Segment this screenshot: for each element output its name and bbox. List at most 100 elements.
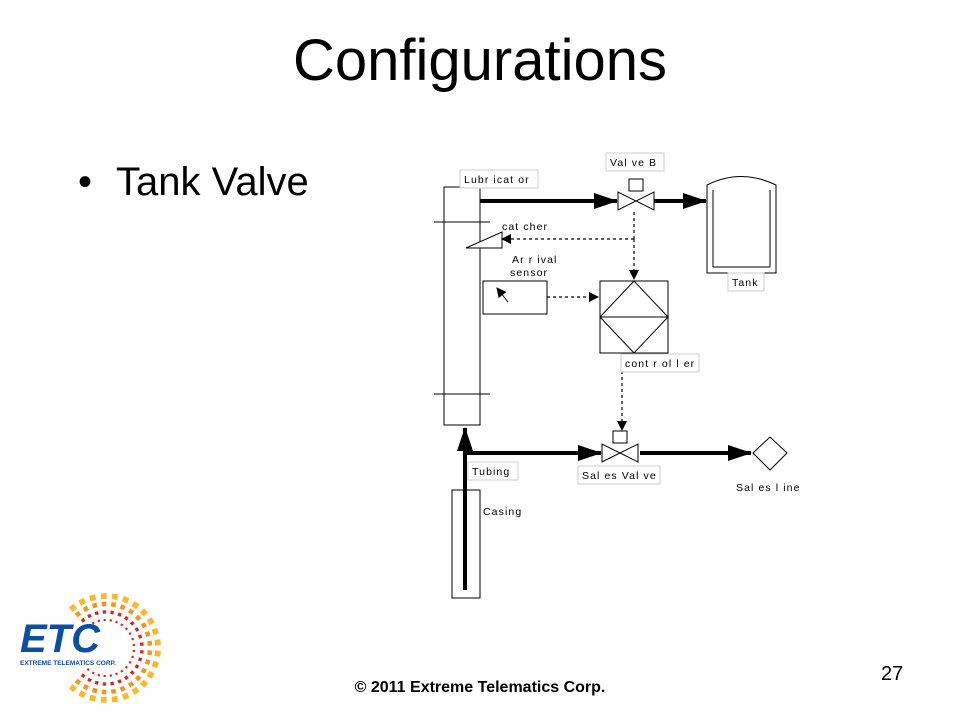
logo-dot [100,593,107,600]
logo-dot [134,614,142,622]
logo-dot [140,622,147,629]
logo-dot [124,615,129,621]
logo-dot [74,678,82,686]
lubricator-column [434,186,490,426]
logo-dot [124,627,128,631]
logo-dot [128,660,132,664]
logo-dot [132,649,136,653]
logo-dot [131,601,140,610]
logo-subtext: EXTREME TELEMATICS CORP. [20,660,116,667]
bullet-text: Tank Valve [116,160,309,204]
logo-dot [111,695,119,703]
logo-dot [111,593,119,601]
logo-dot [124,665,128,669]
label-tubing: Tubing [472,466,510,478]
logo-dot [131,686,140,695]
tank [706,176,777,274]
logo-dot [147,640,153,646]
logo-dot [137,657,143,662]
logo-dot [78,690,87,699]
logo-dot [103,618,106,622]
label-casing: Casing [483,506,522,518]
copyright: © 2011 Extreme Telematics Corp. [354,679,606,696]
logo-dot [74,610,82,618]
logo-dot [78,597,87,606]
valve-b [617,178,655,211]
logo-dot [134,674,142,682]
bullet-dot: • [78,160,93,204]
logo-dot [134,627,140,632]
logo-dot [134,664,140,669]
logo-dot [110,681,115,686]
logo-dot [80,673,86,679]
page-number: 27 [881,663,904,685]
logo-dot [139,679,148,688]
logo-dot [131,637,134,641]
label-lubricator: Lubr icat or [464,174,530,186]
logo-dot [89,594,97,602]
logo-dot [91,671,95,675]
logo-dot [127,608,135,615]
logo-dot [110,601,117,608]
logo-dot [91,602,98,609]
logo-dot [137,634,143,639]
logo-dot [129,620,135,626]
logo-dot [89,694,97,702]
label-boxes [459,152,765,485]
logo-dot [110,688,117,695]
logo-dot [151,660,159,669]
label-valve-b: Val ve B [610,157,657,169]
label-controller: cont r ol l er [625,358,695,370]
logo-dot [110,610,115,615]
logo-dot [144,631,151,637]
slide-title: Configurations [293,28,667,93]
logo-dot [86,668,90,672]
logo-dot [120,669,124,673]
logo-burst-dots [68,593,161,703]
logo-dot [82,684,89,691]
logo-dot [139,650,144,654]
logo-dot [86,624,90,628]
logo-dot [109,674,113,677]
logo-dot [151,627,159,636]
logo-dot [109,619,113,622]
logo-dot [139,642,144,646]
logo-dot [120,623,124,627]
logo-dot [132,643,136,647]
label-catcher: cat cher [502,221,548,233]
logo-dot [94,680,99,685]
logo-dot [121,692,130,700]
logo-dot [91,621,95,625]
logo-dot [124,675,129,681]
logo-dot [139,608,148,617]
logo-dot [131,655,134,659]
logo-dot [91,687,98,694]
logo-dot [154,650,161,657]
logo-dot [119,685,126,692]
logo-dot [119,604,126,611]
label-arrival-line1: Ar r ival [512,254,558,266]
logo-dot [68,603,77,612]
logo-dot [127,681,135,688]
etc-logo: ETC EXTREME TELEMATICS CORP. [20,593,161,703]
logo-dot [97,673,101,677]
label-tank: Tank [732,277,759,289]
logo-dot [140,667,147,674]
logo-dot [103,674,106,678]
logo-dot [68,684,77,693]
logo-dot [87,613,92,619]
logo-dot [115,620,118,624]
label-sales-valve: Sal es Val ve [582,470,657,482]
logo-dot [102,682,107,686]
bullet-item: • Tank Valve [78,158,309,206]
logo-dot [80,617,86,623]
logo-dot [146,617,155,626]
logo-dot [101,689,107,695]
sales-valve [601,430,639,463]
arrival-sensor [482,280,548,315]
controller [599,280,669,354]
logo-dot [102,610,107,614]
logo-dot [100,696,107,703]
logo-dot [117,612,122,617]
